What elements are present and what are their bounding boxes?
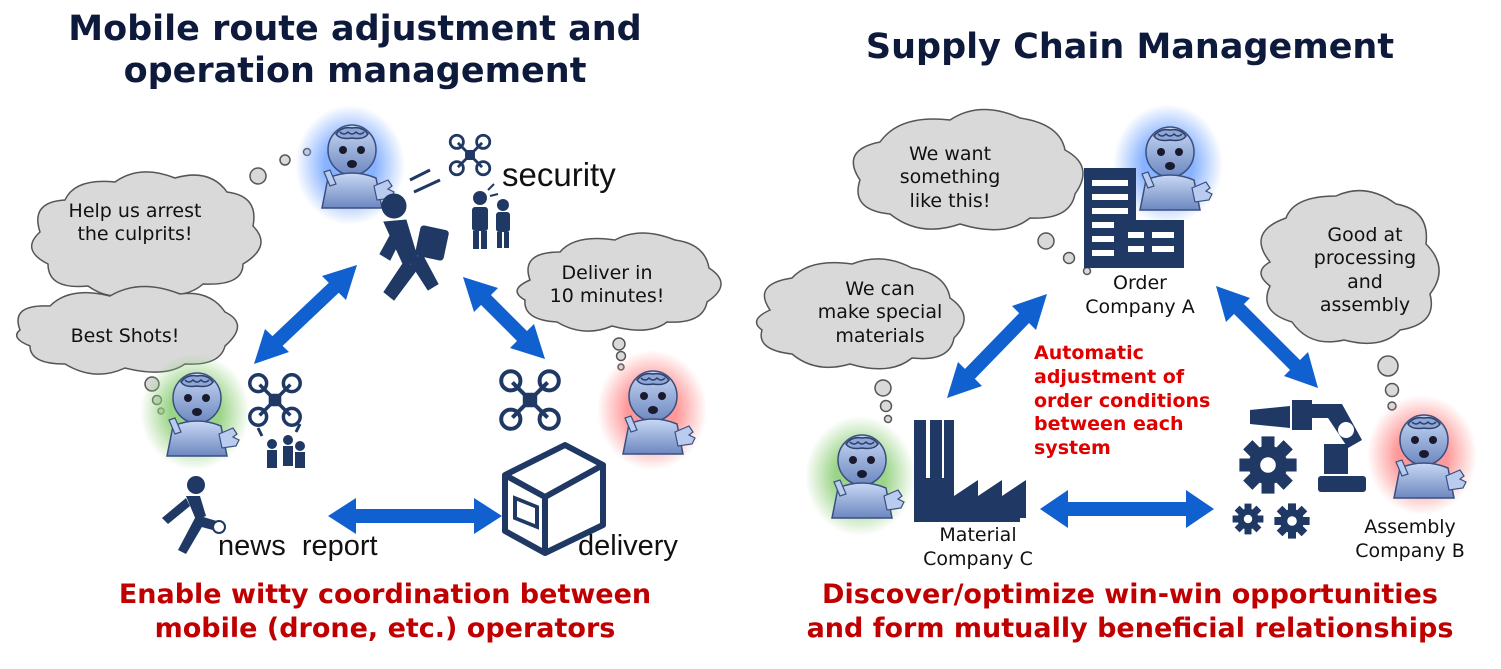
cloud-text-good-at: Good at processing and assembly (1313, 224, 1417, 317)
arrow-order-material (947, 294, 1047, 398)
running-thief-icon (379, 168, 449, 301)
thought-cloud-want (852, 108, 1092, 276)
robot-avatar-assembly (1367, 395, 1477, 515)
cloud-text-special: We can make special materials (817, 278, 943, 347)
soccer-player-icon (162, 476, 226, 554)
robot-avatar-news (140, 354, 250, 470)
cloud-text-want: We want something like this! (899, 143, 1001, 212)
right-panel-title: Supply Chain Management (865, 27, 1395, 67)
drone-icon-news (248, 373, 302, 427)
cloud-text-arrest: Help us arrest the culprits! (68, 200, 202, 246)
label-assembly-company-b: Assembly Company B (1355, 516, 1465, 562)
arrow-news-delivery (328, 498, 502, 534)
factory-icon (914, 420, 1026, 522)
cloud-text-deliver: Deliver in 10 minutes! (549, 262, 665, 308)
robot-avatar-delivery (597, 350, 707, 470)
arrow-news-security (254, 265, 357, 364)
robot-arm-gears-icon (1232, 400, 1366, 539)
label-security: security (502, 156, 616, 193)
automatic-adjustment-label: Automatic adjustment of order conditions… (1034, 342, 1211, 459)
arrow-order-assembly (1216, 286, 1318, 388)
left-caption: Enable witty coordination between mobile… (118, 579, 652, 644)
thought-cloud-deliver (516, 232, 722, 371)
crowd-cheering-icon (256, 423, 305, 468)
label-news-report: news report (218, 530, 378, 562)
left-panel-title: Mobile route adjustment and operation ma… (68, 9, 642, 91)
robot-avatar-order (1113, 104, 1223, 224)
police-officers-icon (472, 183, 510, 249)
thought-cloud-good-at (1260, 189, 1440, 411)
arrow-security-delivery (463, 277, 545, 359)
robot-avatar-security (295, 105, 405, 225)
drone-icon-security (448, 133, 492, 177)
thought-cloud-special (755, 258, 965, 424)
label-delivery: delivery (578, 530, 678, 562)
right-caption: Discover/optimize win-win opportunities … (806, 579, 1454, 644)
arrow-material-assembly (1040, 490, 1214, 528)
cloud-text-best-shots: Best Shots! (70, 325, 180, 347)
robot-avatar-material (805, 416, 915, 536)
office-building-icon (1084, 168, 1184, 268)
delivery-drone-icon (501, 371, 559, 429)
parcel-box-icon (502, 442, 606, 556)
label-order-company-a: Order Company A (1085, 272, 1195, 318)
label-material-company-c: Material Company C (923, 524, 1033, 570)
